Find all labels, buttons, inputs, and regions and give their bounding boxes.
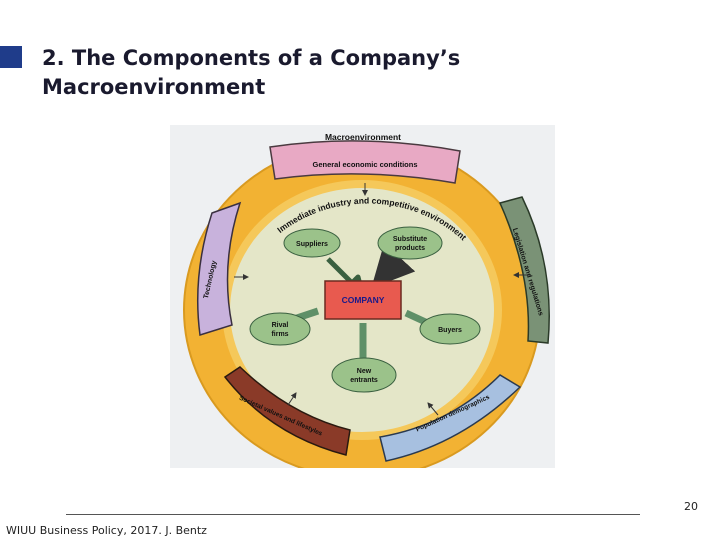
- band-technology: [197, 201, 242, 336]
- company-label: COMPANY: [342, 295, 385, 305]
- footer-text: WIUU Business Policy, 2017. J. Bentz: [6, 524, 207, 537]
- arrow-substitute: [371, 243, 416, 289]
- node-substitute-label-1: Substitute: [393, 236, 427, 243]
- node-new-entrants: [331, 357, 397, 393]
- node-suppliers-label: Suppliers: [296, 241, 328, 248]
- node-substitute-label-2: products: [395, 245, 425, 252]
- node-new-entrants-label-1: New: [357, 368, 372, 375]
- title-bullet-square: [0, 46, 22, 68]
- macroenvironment-diagram: Macroenvironment General economic condit…: [183, 132, 550, 468]
- band-societal: [223, 366, 351, 456]
- arrow-bottom-right: [427, 402, 439, 416]
- node-rival: [249, 312, 311, 346]
- band-general-economic: [269, 140, 461, 184]
- node-buyers-label: Buyers: [438, 327, 462, 334]
- node-rival-label-1: Rival: [272, 322, 289, 329]
- company-box: [324, 280, 402, 320]
- slide-title-line-1: 2. The Components of a Company’s: [42, 46, 461, 70]
- page-number: 20: [684, 500, 698, 513]
- band-legislation: [498, 196, 550, 344]
- label-general-economic: General economic conditions: [312, 160, 417, 169]
- band-population: [379, 374, 522, 462]
- node-substitute: [377, 226, 443, 260]
- node-new-entrants-label-2: entrants: [350, 377, 378, 384]
- node-buyers: [419, 313, 481, 345]
- footer-divider: [66, 514, 640, 515]
- node-suppliers: [283, 228, 341, 258]
- outer-label: Macroenvironment: [325, 132, 401, 142]
- arrow-bottom-left: [287, 392, 297, 406]
- slide-title-line-2: Macroenvironment: [42, 75, 266, 99]
- slide-title: 2. The Components of a Company’s Macroen…: [42, 44, 662, 102]
- node-rival-label-2: firms: [271, 331, 288, 338]
